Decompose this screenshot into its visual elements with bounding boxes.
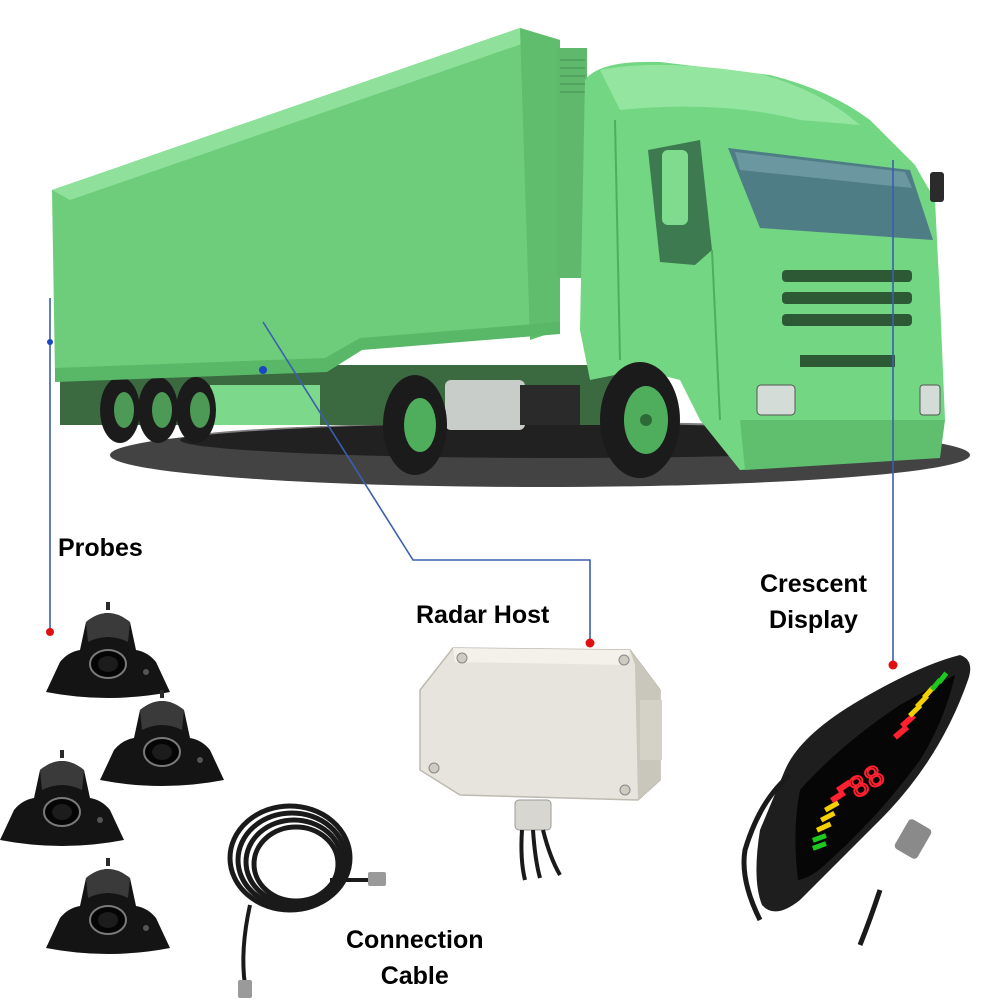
grille: [782, 270, 912, 367]
crescent-display-label-line1: Crescent: [760, 570, 867, 598]
radar-host-box: [419, 647, 662, 881]
trailer-box: [52, 28, 560, 375]
crescent-display-label: Crescent Display: [760, 566, 867, 639]
distance-bars: [811, 671, 949, 851]
connection-cable-label-line1: Connection: [346, 926, 484, 954]
headlight-right: [919, 384, 941, 416]
probes-label: Probes: [58, 534, 143, 562]
truck-illustration: [52, 28, 970, 487]
crescent-display-label-line2: Display: [769, 606, 858, 635]
radar-host-leader-line: [262, 321, 591, 643]
probes-group: [0, 601, 225, 955]
leader-lines: [49, 160, 894, 664]
connection-cable-coil: [227, 803, 372, 986]
display-marker: [888, 660, 898, 670]
connection-cable-label: Connection Cable: [346, 922, 484, 995]
probe-4: [45, 857, 171, 955]
probe-3: [0, 749, 125, 847]
headlight-left: [756, 384, 796, 416]
trailer-wheels: [100, 377, 216, 443]
probe-2: [99, 689, 225, 787]
probe-1: [45, 601, 171, 699]
radar-host-label: Radar Host: [416, 601, 550, 629]
radar-host-marker: [585, 638, 595, 648]
crescent-display: 88: [741, 655, 971, 946]
connection-cable-label-line2: Cable: [380, 962, 449, 991]
probes-marker: [46, 628, 54, 636]
